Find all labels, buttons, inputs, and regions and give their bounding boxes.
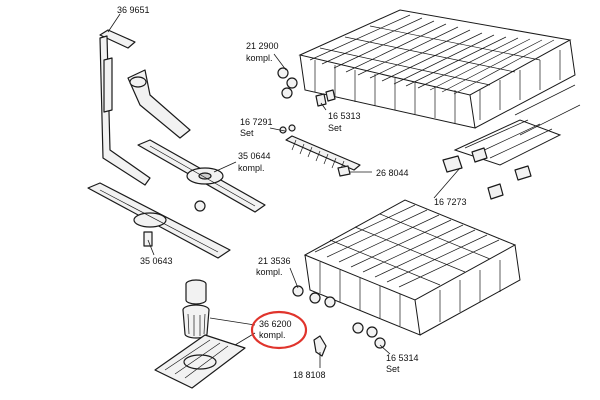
clip-set-16-5314 [352, 322, 386, 349]
part-18-8108 [313, 335, 327, 357]
label-18-8108: 18 8108 [293, 370, 326, 380]
label-35-0643: 35 0643 [140, 256, 173, 266]
lower-basket [303, 199, 521, 336]
tine-row-16-7291 [279, 124, 361, 172]
highlight-ring [250, 310, 308, 350]
label-16-5314: 16 5314 [386, 353, 419, 363]
upper-rollers [277, 67, 298, 99]
label-36-6200: 36 6200 [259, 319, 292, 329]
lower-rollers [292, 285, 336, 308]
label-16-7273: 16 7273 [434, 197, 467, 207]
label-36-9651: 36 9651 [117, 5, 150, 15]
lower-spray-arm [87, 182, 231, 259]
supply-pipe [99, 29, 151, 186]
spray-arm-bracket [127, 69, 191, 139]
part-26-8044 [337, 165, 351, 177]
side-guides-16-7273 [442, 84, 581, 200]
label-21-3536: 21 3536 [258, 256, 291, 266]
leader-lines [107, 13, 461, 368]
label-21-2900-kompl: kompl. [246, 53, 273, 63]
label-36-6200-kompl: kompl. [259, 330, 286, 340]
label-16-5314-set: Set [386, 364, 400, 374]
filter-assembly [182, 279, 210, 339]
label-21-2900: 21 2900 [246, 41, 279, 51]
label-16-7291: 16 7291 [240, 117, 273, 127]
label-16-5313: 16 5313 [328, 111, 361, 121]
label-16-5313-set: Set [328, 123, 342, 133]
label-21-3536-kompl: kompl. [256, 267, 283, 277]
label-26-8044: 26 8044 [376, 168, 409, 178]
clip-set-16-5313 [315, 89, 336, 107]
label-35-0644: 35 0644 [238, 151, 271, 161]
flat-filter [154, 334, 246, 389]
upper-basket [298, 9, 576, 129]
label-16-7291-set: Set [240, 128, 254, 138]
label-35-0644-kompl: kompl. [238, 163, 265, 173]
